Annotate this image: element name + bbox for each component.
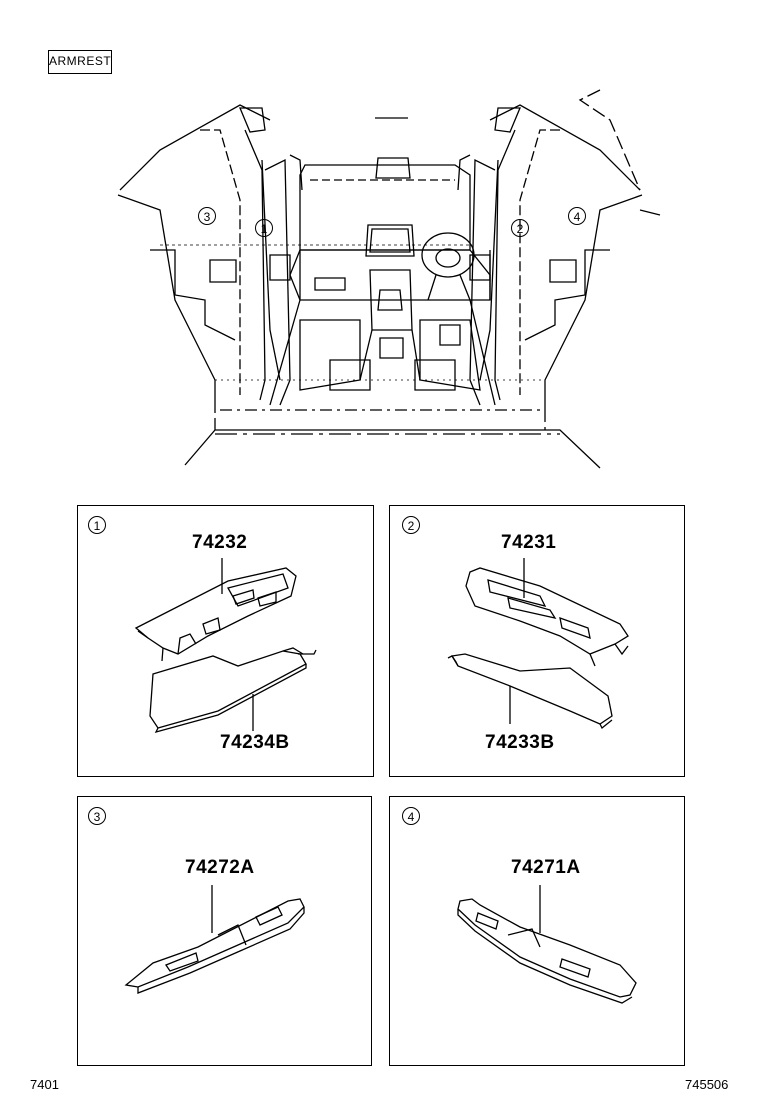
footer-left-code: 7401	[30, 1077, 59, 1092]
panel-2-index: 2	[402, 516, 420, 534]
panel-1: 1 74232 74234B	[77, 505, 374, 777]
part-number-74233B: 74233B	[485, 732, 555, 753]
interior-overview-drawing	[117, 89, 661, 469]
overview-callout-4: 4	[568, 207, 586, 225]
panel-3-index: 3	[88, 807, 106, 825]
panel-1-index: 1	[88, 516, 106, 534]
panel-3-parts-drawing	[124, 885, 305, 994]
panel-1-parts-drawing	[134, 558, 317, 734]
panel-4-parts-drawing	[457, 885, 637, 1004]
part-number-74232: 74232	[192, 532, 248, 553]
overview-callout-2: 2	[511, 219, 529, 237]
panel-2: 2 74231 74233B	[389, 505, 685, 777]
section-label: ARMREST	[48, 50, 112, 74]
panel-3: 3 74272A	[77, 796, 372, 1066]
overview-callout-1: 1	[255, 219, 273, 237]
overview-callout-3: 3	[198, 207, 216, 225]
part-number-74272A: 74272A	[185, 857, 255, 878]
part-number-74234B: 74234B	[220, 732, 290, 753]
panel-4-index: 4	[402, 807, 420, 825]
footer-right-code: 745506	[685, 1077, 729, 1092]
panel-2-parts-drawing	[447, 558, 629, 730]
part-number-74271A: 74271A	[511, 857, 581, 878]
panel-4: 4 74271A	[389, 796, 685, 1066]
part-number-74231: 74231	[501, 532, 557, 553]
